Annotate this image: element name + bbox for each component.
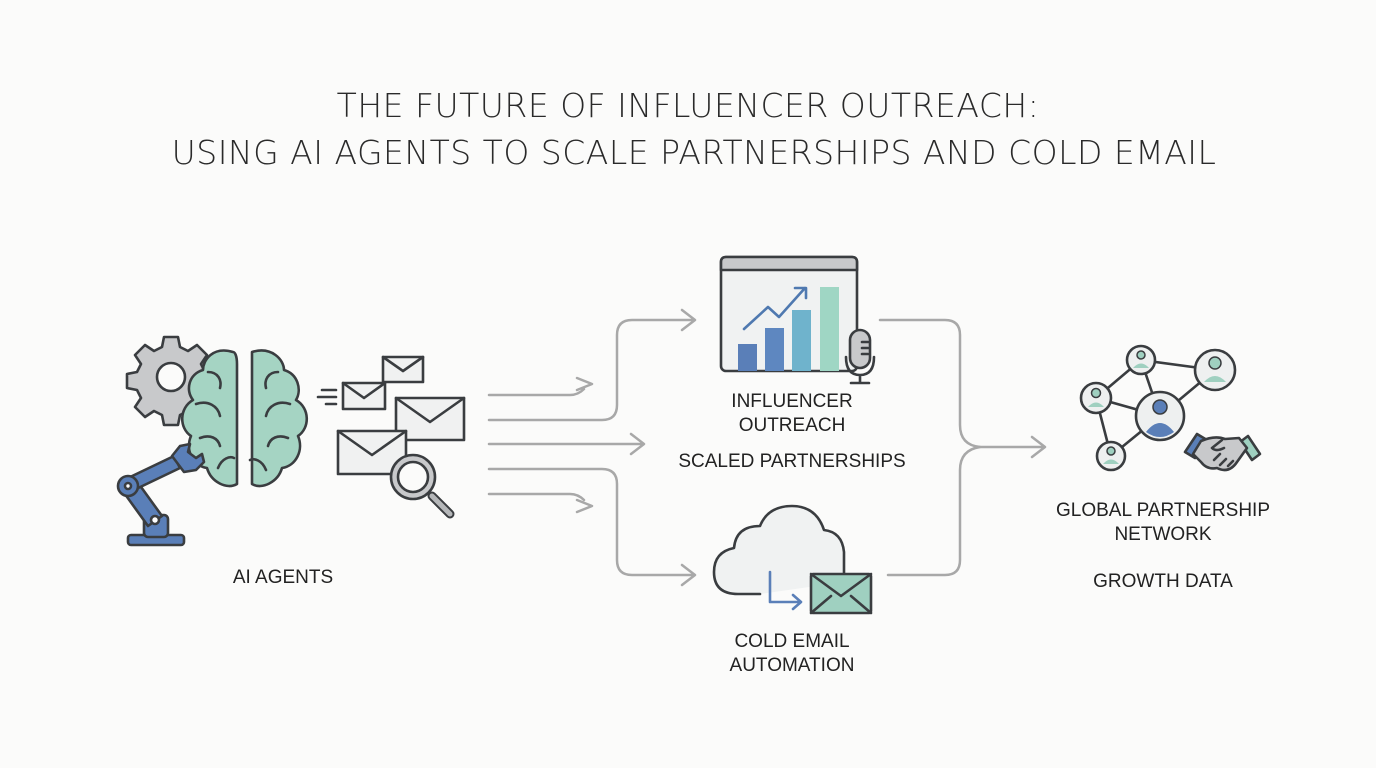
email-stack-icon: [316, 355, 466, 476]
cold-email-label-line-2: AUTOMATION: [730, 655, 855, 676]
growth-data-label: GROWTH DATA: [1093, 571, 1233, 592]
envelope-icon: [381, 355, 425, 384]
analytics-dashboard-icon: [719, 255, 859, 373]
person-node-icon: [1095, 440, 1127, 472]
handshake-icon: [1183, 432, 1262, 472]
ai-agents-label: AI AGENTS: [233, 567, 333, 588]
cloud-email-icon: [712, 504, 873, 615]
partnership-network-icon: [1079, 344, 1237, 472]
envelope-icon: [341, 381, 387, 411]
title-line-1: THE FUTURE OF INFLUENCER OUTREACH:: [337, 86, 1040, 125]
person-node-icon: [1125, 344, 1157, 376]
envelope-icon: [394, 396, 466, 442]
microphone-icon: [844, 328, 876, 385]
influencer-label-line-2: OUTREACH: [739, 415, 846, 436]
influencer-label-line-1: INFLUENCER: [731, 391, 852, 412]
brain-icon: [180, 349, 309, 488]
cold-email-label-line-1: COLD EMAIL: [734, 631, 849, 652]
person-node-icon: [1079, 381, 1113, 415]
network-label-line-2: NETWORK: [1114, 524, 1211, 545]
magnifier-icon: [389, 453, 455, 519]
robot-arm-icon: [116, 442, 206, 547]
scaled-partnerships-label: SCALED PARTNERSHIPS: [678, 451, 905, 472]
flow-connectors: [487, 308, 1047, 587]
person-node-icon: [1193, 348, 1237, 392]
person-node-icon: [1134, 390, 1186, 442]
title-line-2: USING AI AGENTS TO SCALE PARTNERSHIPS AN…: [172, 133, 1217, 172]
network-label-line-1: GLOBAL PARTNERSHIP: [1056, 500, 1270, 521]
